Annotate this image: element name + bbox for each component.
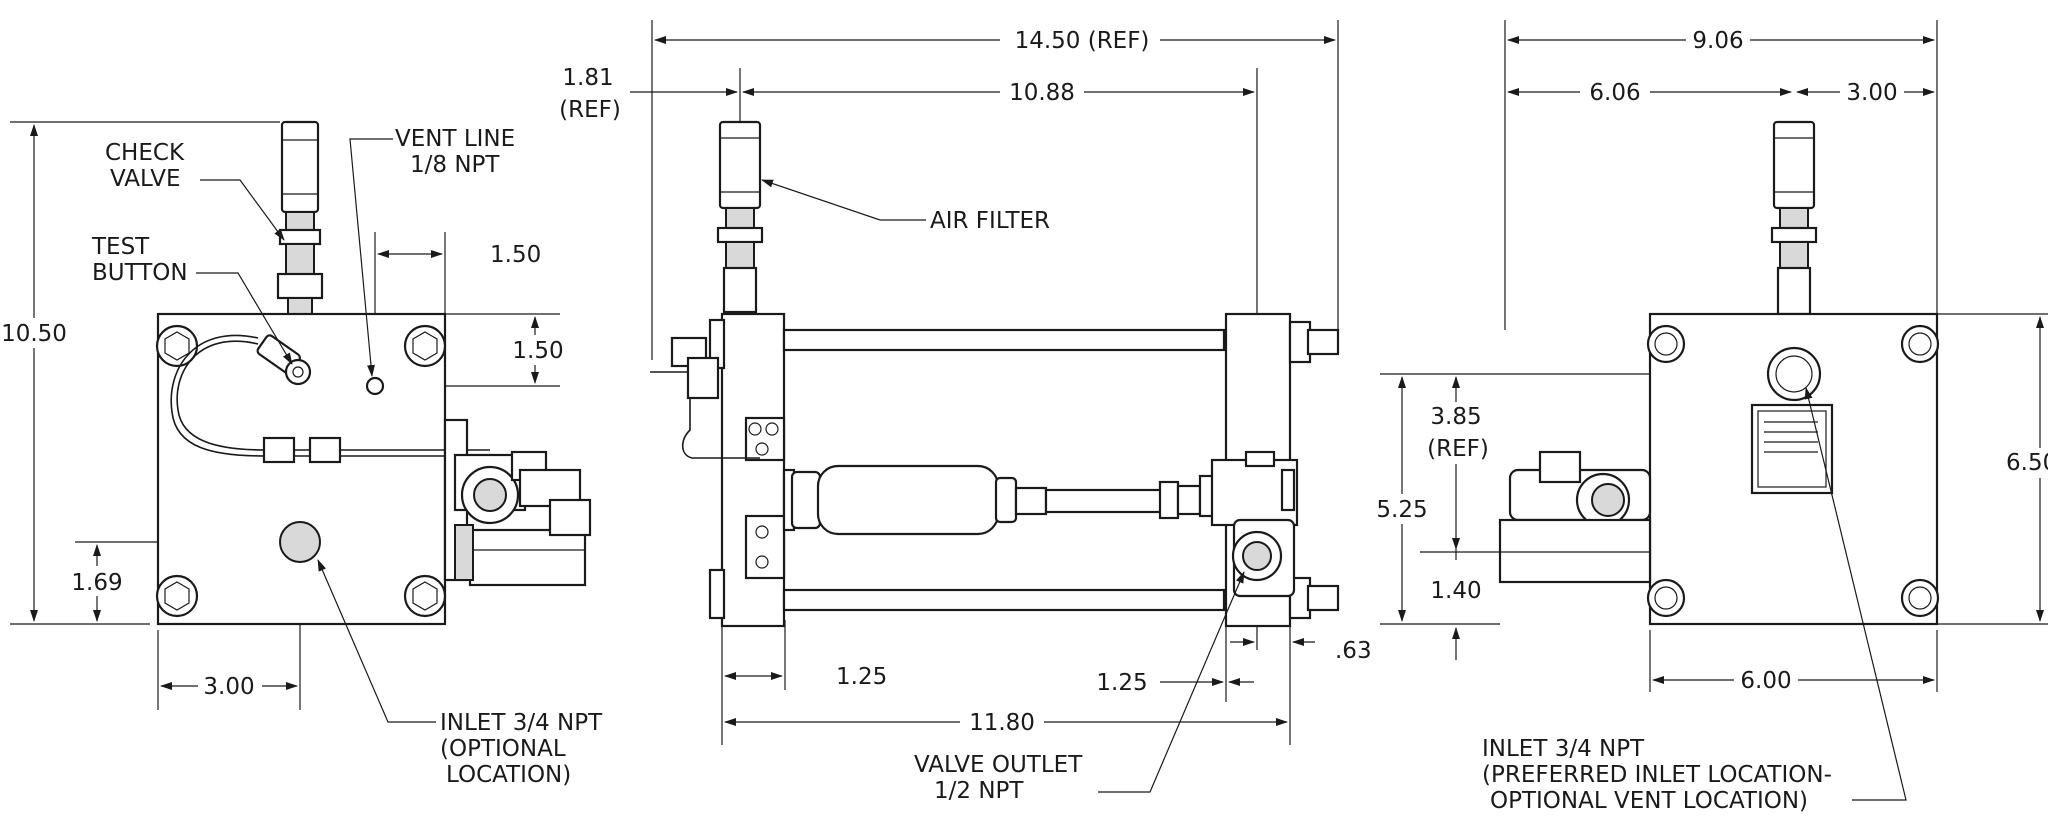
- left-view-callouts: CHECK VALVE VENT LINE 1/8 NPT TEST BUTTO…: [91, 126, 603, 788]
- dim-front-overall: 14.50 (REF): [1015, 28, 1150, 54]
- dim-right-height: 6.50: [2006, 450, 2048, 476]
- label-inlet-optional-1: INLET 3/4 NPT: [440, 710, 603, 736]
- label-valve-outlet-2: 1/2 NPT: [934, 778, 1024, 804]
- dim-right-width: 6.00: [1740, 668, 1791, 694]
- right-side-valve: [1498, 450, 1652, 584]
- dim-front-filter-offset-1: 1.81: [562, 65, 613, 91]
- vent-port: [365, 376, 385, 396]
- label-inlet-optional-2: (OPTIONAL: [440, 736, 566, 762]
- dim-left-inlet-offset: 3.00: [203, 674, 254, 700]
- label-inlet-preferred-3: OPTIONAL VENT LOCATION): [1490, 788, 1808, 814]
- left-view-dimensions: 10.50 1.50 1.50 1.69 3.00: [0, 124, 566, 700]
- label-valve-outlet-1: VALVE OUTLET: [914, 752, 1083, 778]
- dim-front-flange: 1.25: [836, 664, 887, 690]
- dim-front-filter-to-end: 10.88: [1009, 80, 1075, 106]
- label-inlet-optional-3: LOCATION): [446, 762, 571, 788]
- label-vent-line-1: VENT LINE: [395, 126, 515, 152]
- label-test-button-1: TEST: [91, 234, 150, 260]
- upper-tie-rod: [782, 328, 1226, 352]
- dim-right-inlet-height-2: (REF): [1427, 436, 1489, 462]
- dim-left-height: 10.50: [1, 321, 67, 347]
- label-check-valve-1: CHECK: [105, 140, 185, 166]
- label-inlet-preferred-1: INLET 3/4 NPT: [1482, 736, 1645, 762]
- dim-front-filter-offset-2: (REF): [559, 97, 621, 123]
- label-test-button-2: BUTTON: [92, 260, 188, 286]
- dim-right-filter-offset: 6.06: [1589, 80, 1640, 106]
- right-view-dimensions: 9.06 6.06 3.00 6.50 3.85 (REF) 5.25 1.40…: [1372, 24, 2048, 694]
- lower-tie-rod: [782, 588, 1226, 612]
- air-filter: [716, 120, 764, 314]
- dim-left-inlet-height: 1.69: [71, 570, 122, 596]
- right-side-view: [1380, 20, 2048, 692]
- label-check-valve-2: VALVE: [110, 166, 181, 192]
- dim-right-inlet-height-1: 3.85: [1430, 404, 1481, 430]
- label-vent-line-2: 1/8 NPT: [410, 152, 500, 178]
- dim-left-vent-x: 1.50: [490, 242, 541, 268]
- dim-right-valve-height: 5.25: [1376, 497, 1427, 523]
- right-plate-bolts: [1646, 324, 1940, 618]
- front-view-dimensions: 14.50 (REF) 1.81 (REF) 10.88 1.25 1.25 .…: [559, 24, 1372, 736]
- nameplate: [1750, 403, 1834, 495]
- dim-right-overall: 9.06: [1692, 28, 1743, 54]
- air-cylinder: [782, 464, 1227, 536]
- dim-left-vent-y: 1.50: [512, 338, 563, 364]
- front-left-end-plate: [720, 312, 786, 628]
- right-air-filter: [1770, 120, 1818, 316]
- dim-front-length: 11.80: [969, 710, 1035, 736]
- dim-front-outlet-offset: 1.25: [1096, 670, 1147, 696]
- side-valve-assembly: [443, 418, 592, 587]
- label-air-filter: AIR FILTER: [930, 208, 1050, 234]
- front-view-callouts: AIR FILTER VALVE OUTLET 1/2 NPT: [761, 179, 1245, 804]
- check-valve-fitting: [276, 120, 324, 315]
- right-view-callouts: INLET 3/4 NPT (PREFERRED INLET LOCATION-…: [1482, 387, 1907, 814]
- dim-right-filter-to-edge: 3.00: [1846, 80, 1897, 106]
- dim-front-outlet-small: .63: [1335, 638, 1372, 664]
- label-inlet-preferred-2: (PREFERRED INLET LOCATION-: [1482, 762, 1832, 788]
- left-side-view: [10, 120, 592, 710]
- dim-right-valve-offset: 1.40: [1430, 578, 1481, 604]
- inlet-port-optional: [279, 521, 321, 563]
- valve-outlet: [1210, 450, 1299, 598]
- front-view: [650, 20, 1340, 745]
